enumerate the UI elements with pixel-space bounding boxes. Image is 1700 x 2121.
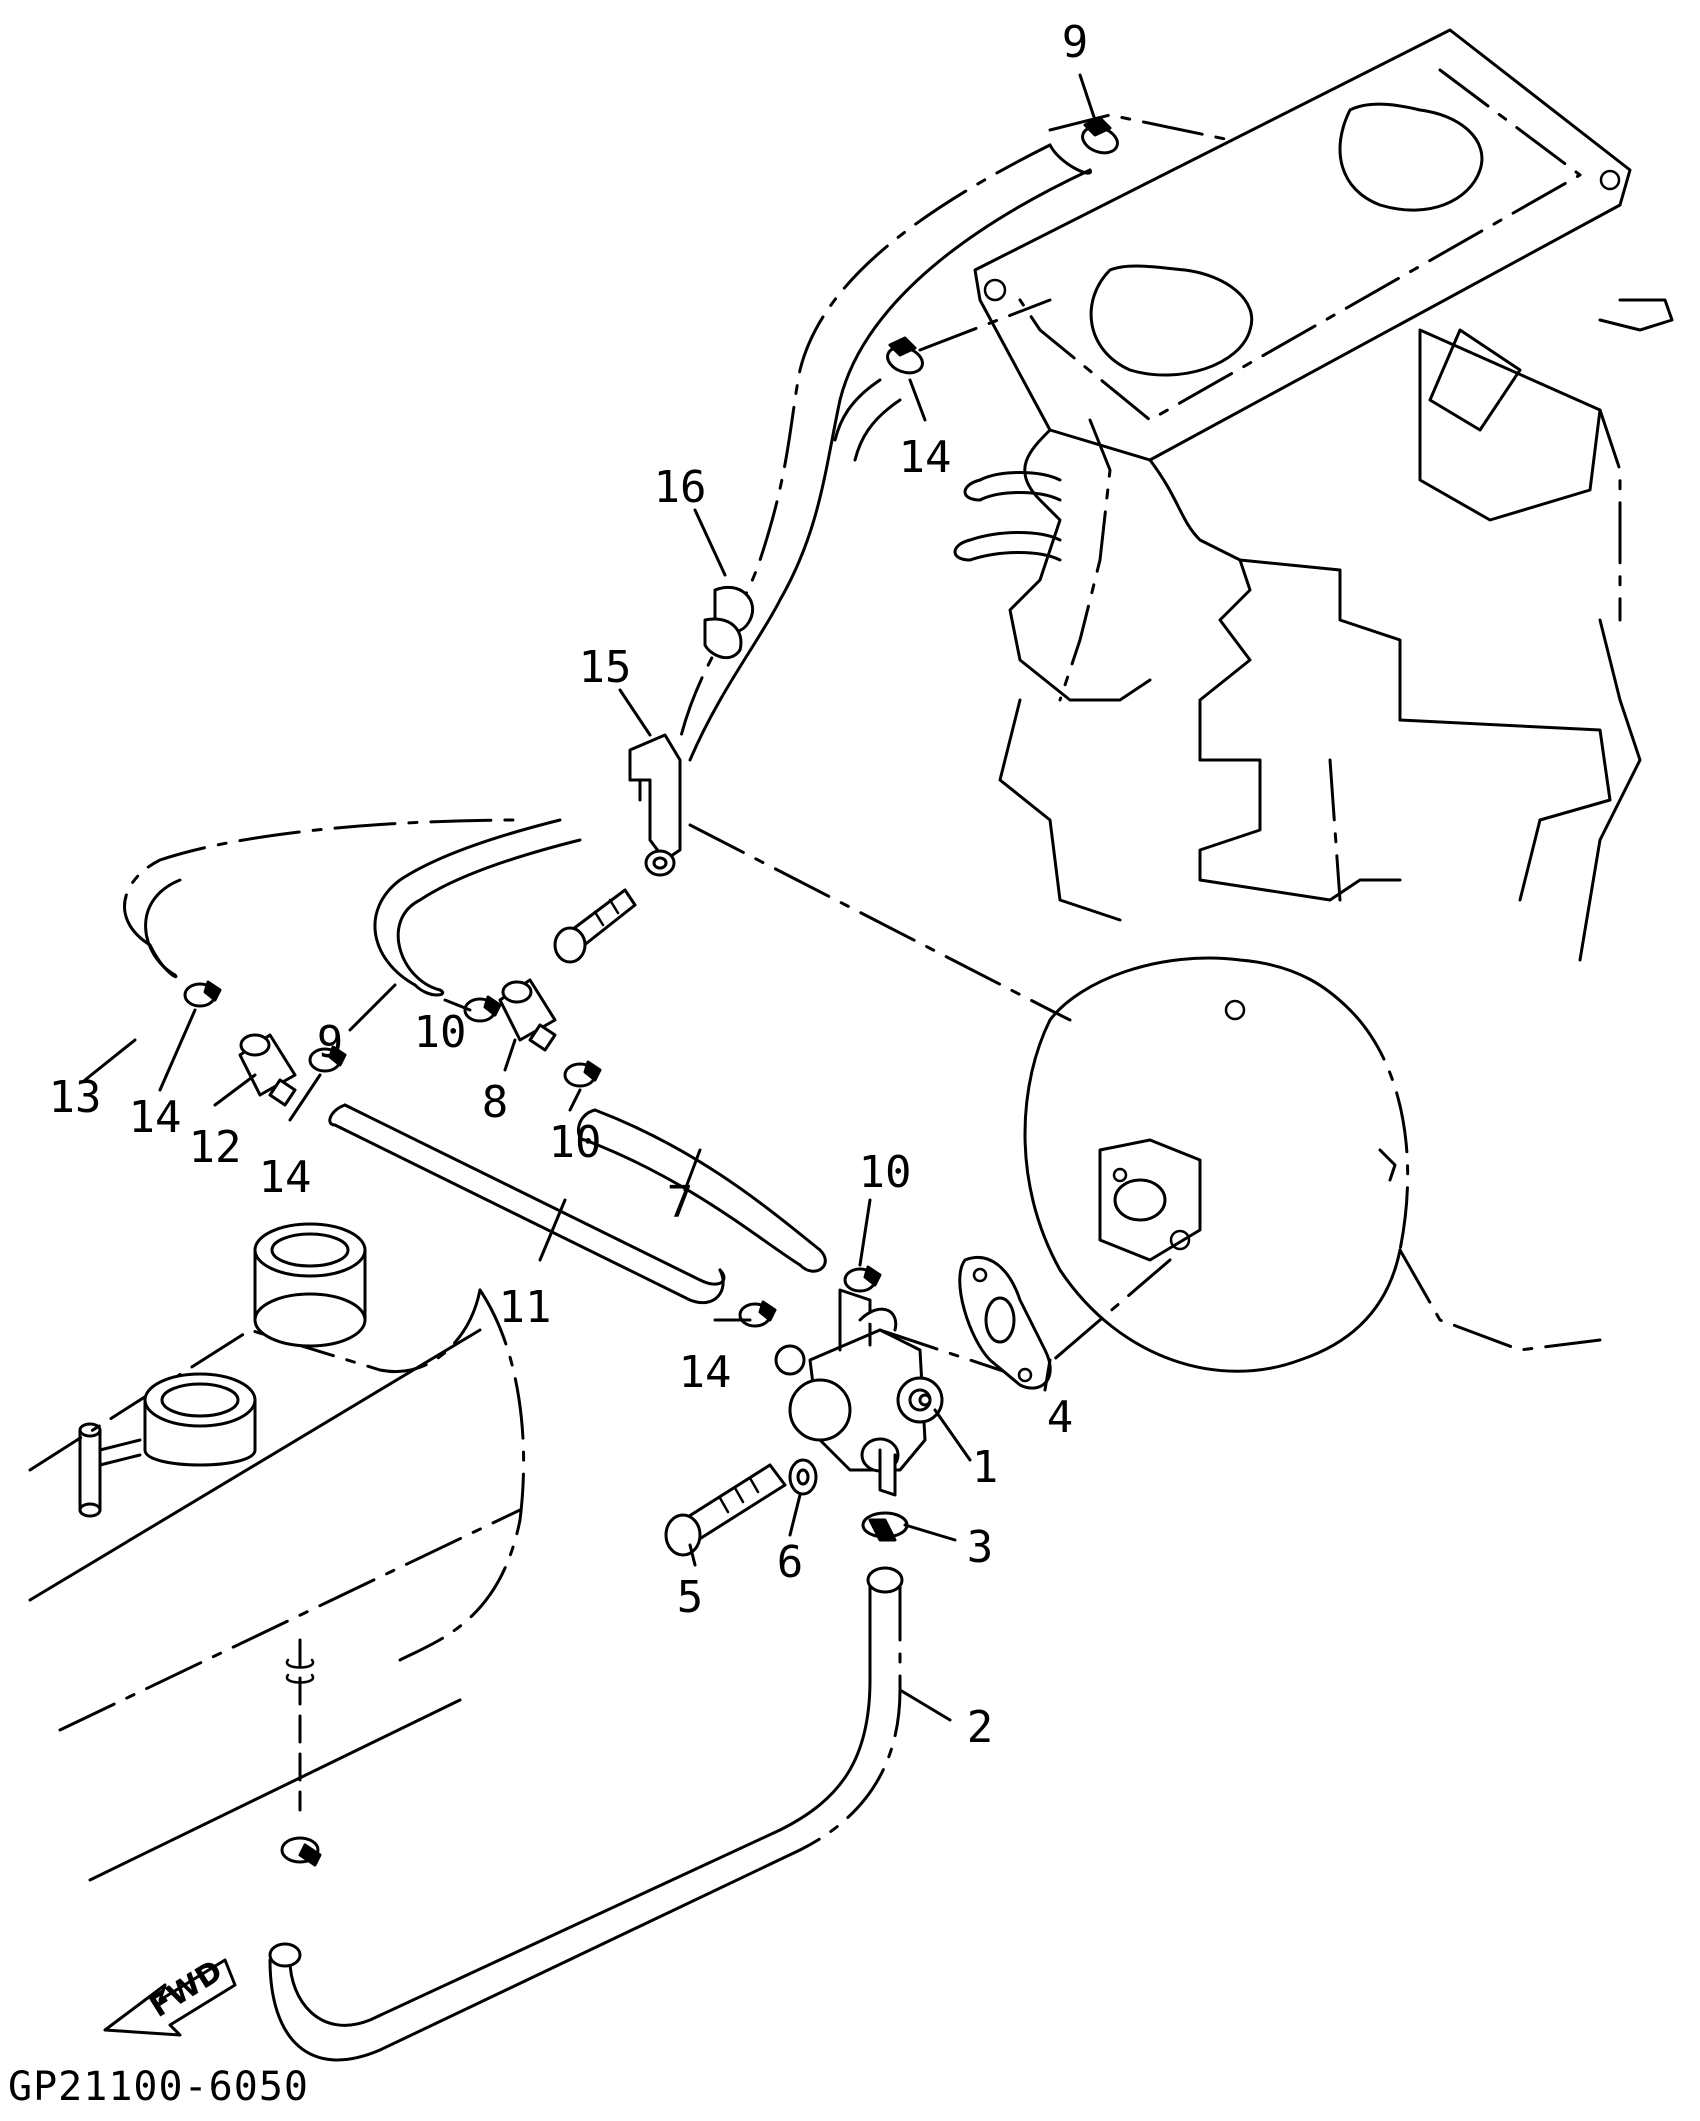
flywheel-cover — [1023, 956, 1602, 1373]
fuel-tank — [28, 1222, 526, 1882]
callout-1: 1 — [972, 1442, 999, 1493]
diagram-code: GP21100-6050 — [8, 2064, 309, 2110]
callout-15: 15 — [579, 642, 632, 693]
filter-8 — [498, 978, 557, 1052]
callout-3: 3 — [967, 1522, 994, 1573]
clamp-3 — [861, 1511, 909, 1542]
clip-16 — [703, 585, 754, 660]
bracket-bolt — [553, 888, 637, 964]
filter-12 — [238, 1033, 297, 1107]
callout-5: 5 — [677, 1572, 704, 1623]
callout-6: 6 — [777, 1537, 804, 1588]
callout-14-top: 14 — [899, 432, 952, 483]
clip-bracket-15 — [628, 733, 682, 877]
engine-block — [953, 28, 1674, 1021]
callout-14-cock: 14 — [679, 1347, 732, 1398]
callout-16: 16 — [654, 462, 707, 513]
gasket-4 — [958, 1255, 1052, 1390]
washer-6 — [788, 1458, 818, 1496]
callout-4: 4 — [1047, 1392, 1074, 1443]
callout-7: 7 — [667, 1177, 694, 1228]
callout-11: 11 — [499, 1282, 552, 1333]
callout-10-mid: 10 — [414, 1007, 467, 1058]
callout-9: 9 — [317, 1017, 344, 1068]
callout-8: 8 — [482, 1077, 509, 1128]
fwd-direction-arrow: FWD — [103, 1954, 237, 2037]
callout-labels: 9 14 16 15 9 13 14 12 14 10 8 10 7 11 10… — [49, 17, 1089, 1753]
assembly-lines — [688, 113, 1232, 1382]
callout-10-top: 9 — [1062, 17, 1089, 68]
leader-lines — [83, 73, 1097, 1722]
callout-14-left: 14 — [129, 1092, 182, 1143]
parts — [183, 116, 1119, 1867]
callout-10-right: 10 — [549, 1117, 602, 1168]
hoses — [123, 143, 1092, 2062]
callout-2: 2 — [967, 1702, 994, 1753]
hose-clamps — [183, 116, 1119, 1867]
fuel-cock-part — [774, 1288, 944, 1497]
bolt-5 — [664, 1463, 787, 1557]
callout-10-cock: 10 — [859, 1147, 912, 1198]
callout-12: 12 — [189, 1122, 242, 1173]
callout-13: 13 — [49, 1072, 102, 1123]
callout-14-mid: 14 — [259, 1152, 312, 1203]
